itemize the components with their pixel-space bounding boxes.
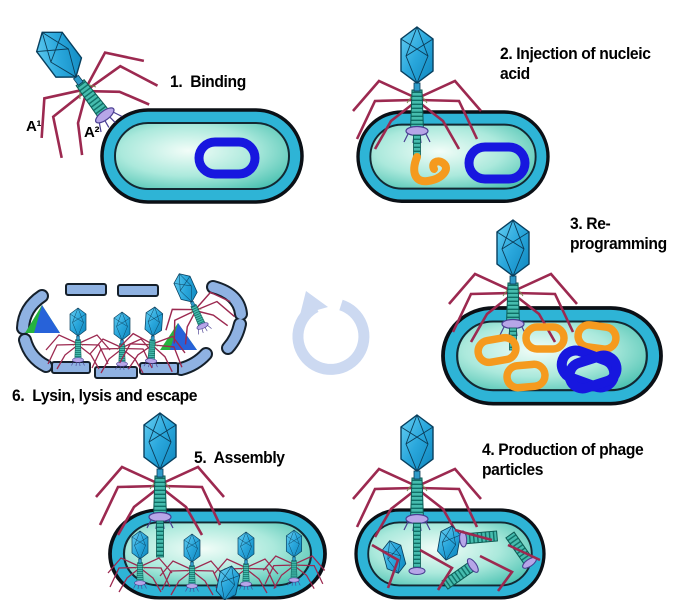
arrowhead — [300, 291, 328, 315]
panel-5-assembly — [96, 413, 327, 600]
panel-3-reprogramming — [441, 220, 663, 406]
step-3-label: 3. Re- programming — [570, 214, 667, 254]
step-1-label: 1. Binding — [170, 72, 246, 91]
lysin-triangle — [160, 323, 197, 350]
clockwise-cycle-arrow-icon — [292, 291, 370, 375]
tail-through-membrane — [413, 522, 421, 571]
escaping-phage — [46, 308, 110, 369]
panel-6-lysis — [16, 259, 248, 379]
burst-cell-wall-fragments — [16, 280, 248, 379]
step-6-label: 6. Lysin, lysis and escape — [12, 386, 198, 405]
panel-4-production — [353, 415, 546, 600]
step-2-label: 2. Injection of nucleic acid — [500, 44, 651, 84]
panel-1-binding — [0, 0, 304, 204]
lysin-triangle — [25, 305, 60, 333]
receptor-a1-label: A¹ — [26, 118, 42, 135]
step-4-label: 4. Production of phage particles — [482, 440, 644, 480]
escaping-phage — [147, 259, 239, 349]
receptor-a2-label: A² — [84, 124, 100, 141]
loose-leg-fibers — [371, 528, 541, 592]
tail-through-membrane — [156, 520, 164, 558]
baseplate-part — [408, 566, 426, 576]
injected-nucleic-acid-strand — [410, 153, 450, 186]
panel-2-injection — [353, 27, 550, 203]
step-5-label: 5. Assembly — [194, 448, 285, 467]
condensed-host-dna — [556, 345, 622, 394]
